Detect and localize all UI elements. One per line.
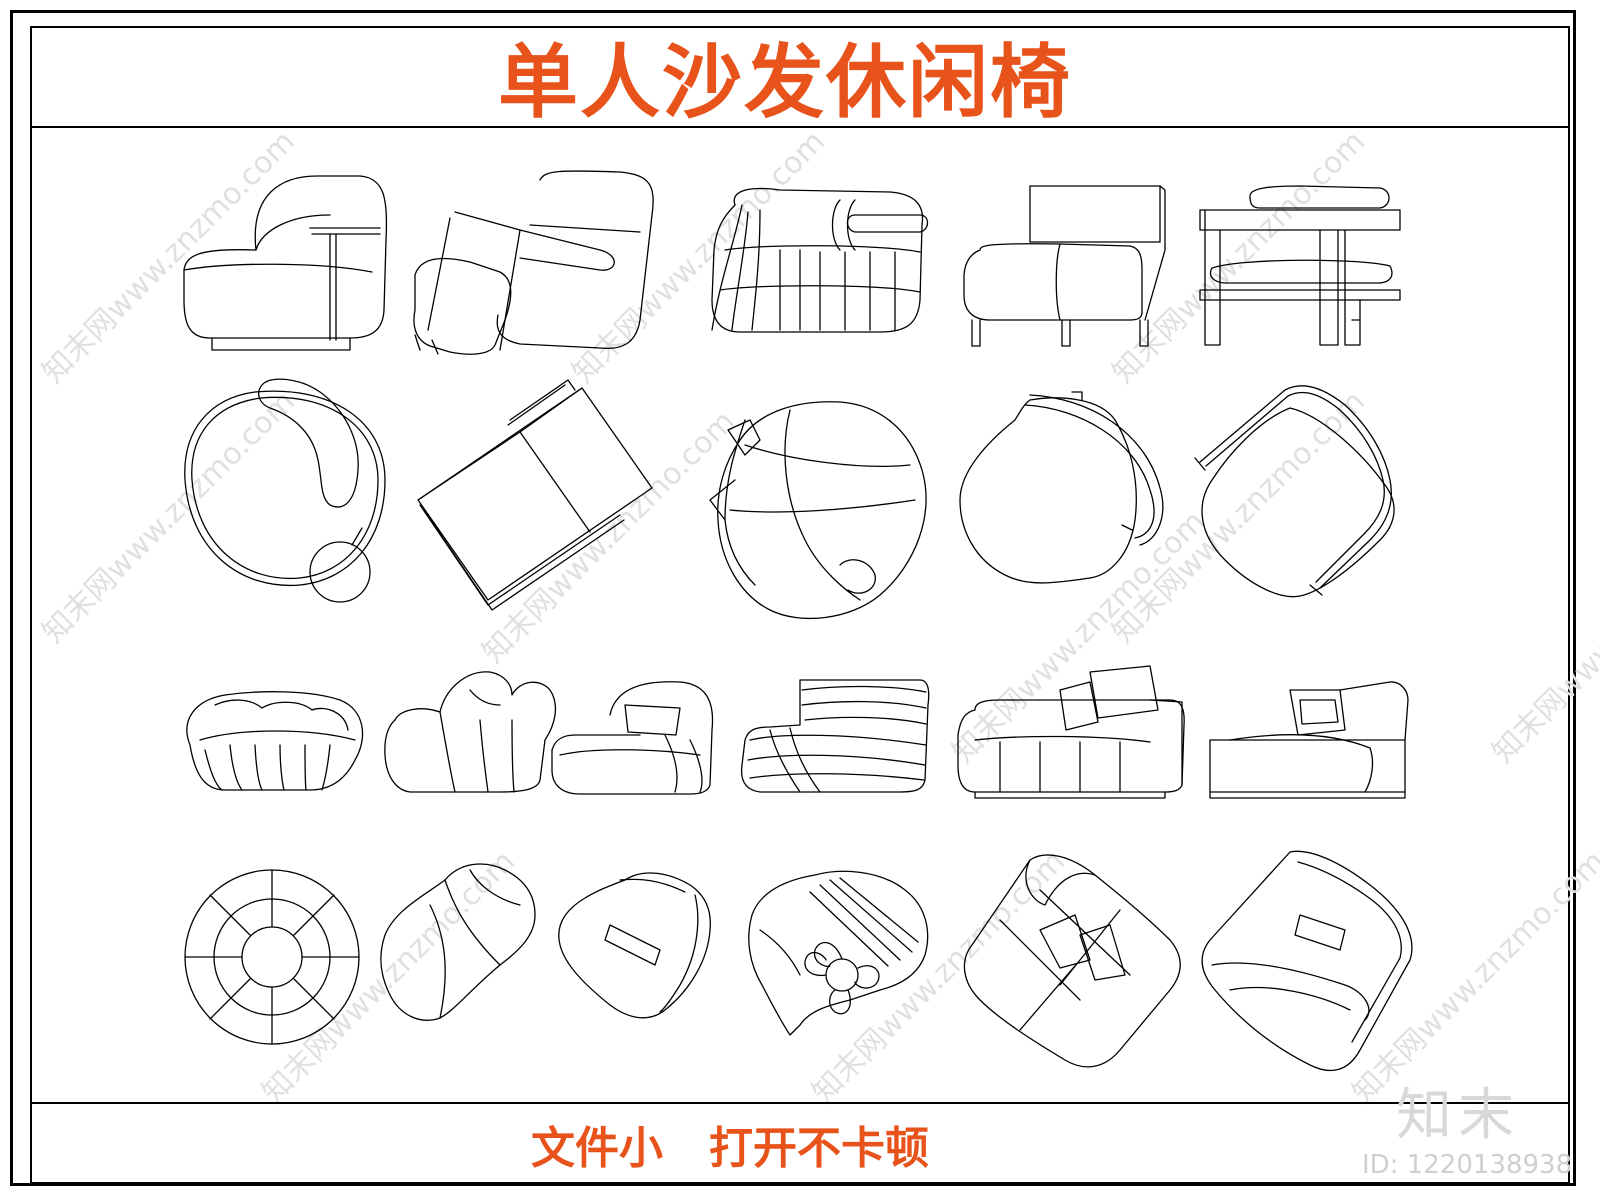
chair-elevation-6 [187, 692, 363, 790]
chair-plan-4 [960, 392, 1163, 583]
chair-elevation-3 [712, 189, 928, 332]
chair-elevation-9 [742, 680, 929, 792]
chair-plan-11 [1202, 851, 1412, 1070]
chair-elevation-4 [964, 186, 1165, 346]
brand-watermark: 知末 [1396, 1083, 1520, 1148]
chair-elevation-7 [385, 672, 556, 792]
outer-frame [10, 10, 1576, 1186]
chair-elevation-8 [552, 682, 713, 794]
footer-band: 文件小 打开不卡顿 [30, 1102, 1570, 1184]
chair-plan-6 [185, 870, 359, 1044]
chair-plan-3 [710, 402, 926, 619]
chair-plan-9 [749, 871, 928, 1035]
chair-elevation-10 [958, 666, 1184, 798]
chair-plan-7 [381, 864, 535, 1020]
chair-elevation-2 [414, 171, 653, 354]
footer-caption: 文件小 打开不卡顿 [531, 1123, 929, 1174]
chair-plan-8 [559, 873, 711, 1018]
chair-plan-1 [185, 379, 385, 602]
chair-elevation-11 [1210, 682, 1408, 798]
image-id-label: ID: 1220138938 [1362, 1150, 1573, 1180]
page-title: 单人沙发休闲椅 [498, 36, 1072, 129]
chair-elevation-5 [1200, 186, 1400, 345]
inner-frame [30, 26, 1570, 1184]
chair-plan-2 [418, 380, 652, 610]
chair-plan-10 [964, 855, 1180, 1067]
chair-plan-5 [1195, 386, 1394, 597]
title-band: 单人沙发休闲椅 [30, 26, 1570, 129]
chair-elevation-1 [184, 176, 387, 350]
